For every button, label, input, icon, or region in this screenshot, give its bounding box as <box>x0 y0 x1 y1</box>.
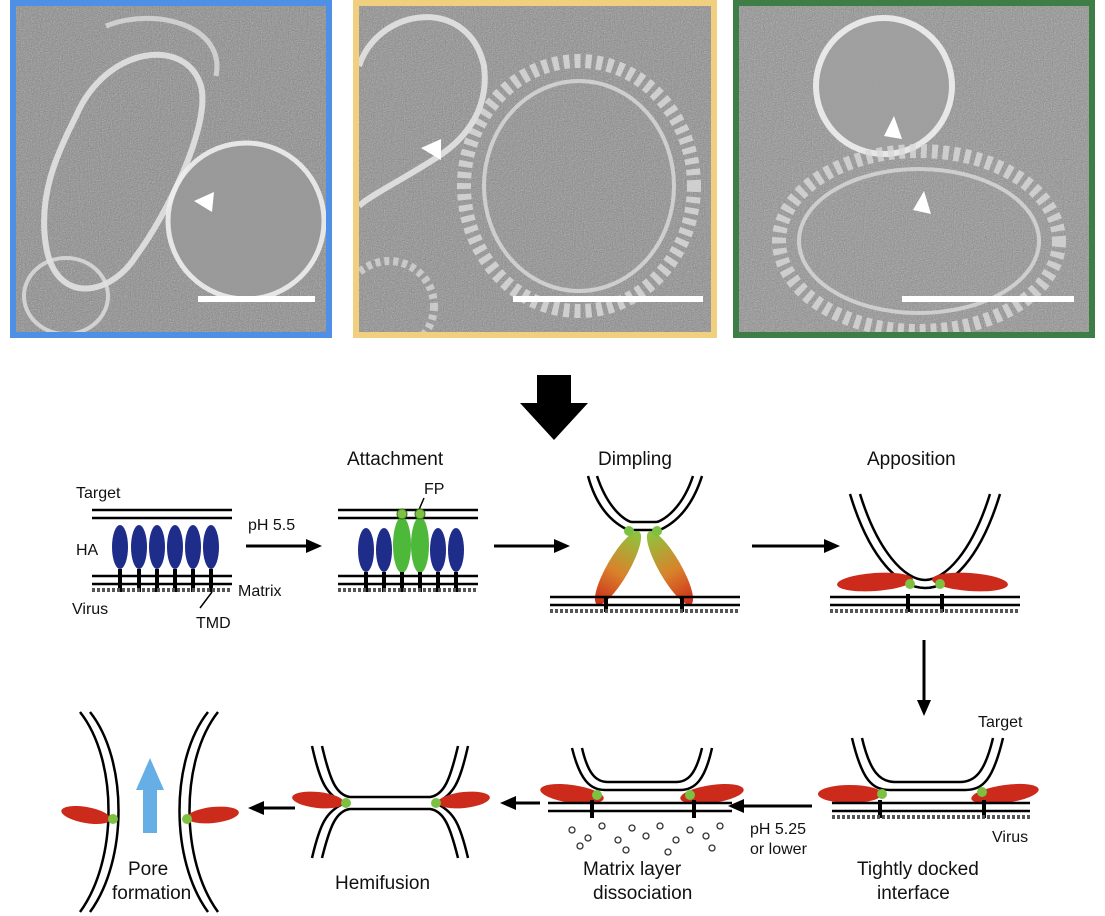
arrow-to-pore <box>248 801 295 815</box>
micrograph-panel-blue <box>10 0 332 338</box>
arrowhead-marker <box>421 139 441 160</box>
fp-label: FP <box>424 481 444 498</box>
stage-label-pore-1: Pore <box>128 859 168 880</box>
ha-label: HA <box>76 542 99 559</box>
micrograph-panel-green <box>733 0 1095 338</box>
arrow-to-apposition <box>752 539 840 553</box>
arrow-to-hemifusion <box>500 796 540 810</box>
ph525-label-2: or lower <box>750 841 808 858</box>
ph525-label-1: pH 5.25 <box>750 821 806 838</box>
ph55-label: pH 5.5 <box>248 517 295 534</box>
stage-label-dimpling: Dimpling <box>598 449 672 470</box>
virus-label: Virus <box>72 601 108 618</box>
ha-trimers <box>112 525 219 569</box>
target-right-label: Target <box>978 714 1023 731</box>
scale-bar <box>198 296 315 302</box>
stage-attachment: Attachment FP <box>338 449 478 592</box>
target-label: Target <box>76 485 121 502</box>
arrowhead-marker <box>884 116 902 139</box>
scale-bar <box>513 296 703 302</box>
arrowhead-marker <box>913 191 931 214</box>
stage-dimpling: Dimpling <box>550 449 740 613</box>
stage-matrix-dissociation: Matrix layer dissociation <box>540 747 744 904</box>
stage-label-matrix-1: Matrix layer <box>583 859 682 880</box>
stage-label-tightly-docked-1: Tightly docked <box>857 859 979 880</box>
stage-label-apposition: Apposition <box>867 449 956 470</box>
stage-label-pore-2: formation <box>112 883 191 904</box>
arrow-down-to-docked <box>917 640 931 716</box>
stage-hemifusion: Hemifusion <box>292 745 490 894</box>
stage-apposition: Apposition <box>830 449 1020 613</box>
stage-pore-formation: Pore formation <box>61 711 239 913</box>
arrow-ph55: pH 5.5 <box>246 517 322 553</box>
stage-prefusion: Target HA Matrix Virus TMD <box>72 485 282 632</box>
arrowhead-marker <box>194 192 214 212</box>
arrow-to-dimpling <box>494 539 570 553</box>
dissociated-matrix-particles <box>568 822 724 856</box>
stage-label-attachment: Attachment <box>347 449 444 470</box>
stage-label-hemifusion: Hemifusion <box>335 873 430 894</box>
tmd-label: TMD <box>196 615 231 632</box>
stage-label-tightly-docked-2: interface <box>877 883 950 904</box>
matrix-label: Matrix <box>238 583 282 600</box>
scale-bar <box>902 296 1074 302</box>
stage-label-matrix-2: dissociation <box>593 883 692 904</box>
micrograph-panel-yellow <box>353 0 717 338</box>
arrow-ph525: pH 5.25 or lower <box>728 799 812 858</box>
big-down-arrow <box>520 375 588 440</box>
pore-up-arrow <box>136 758 164 833</box>
stage-tightly-docked: Target Virus Tightly docked interface <box>818 714 1039 904</box>
virus-right-label: Virus <box>992 829 1028 846</box>
